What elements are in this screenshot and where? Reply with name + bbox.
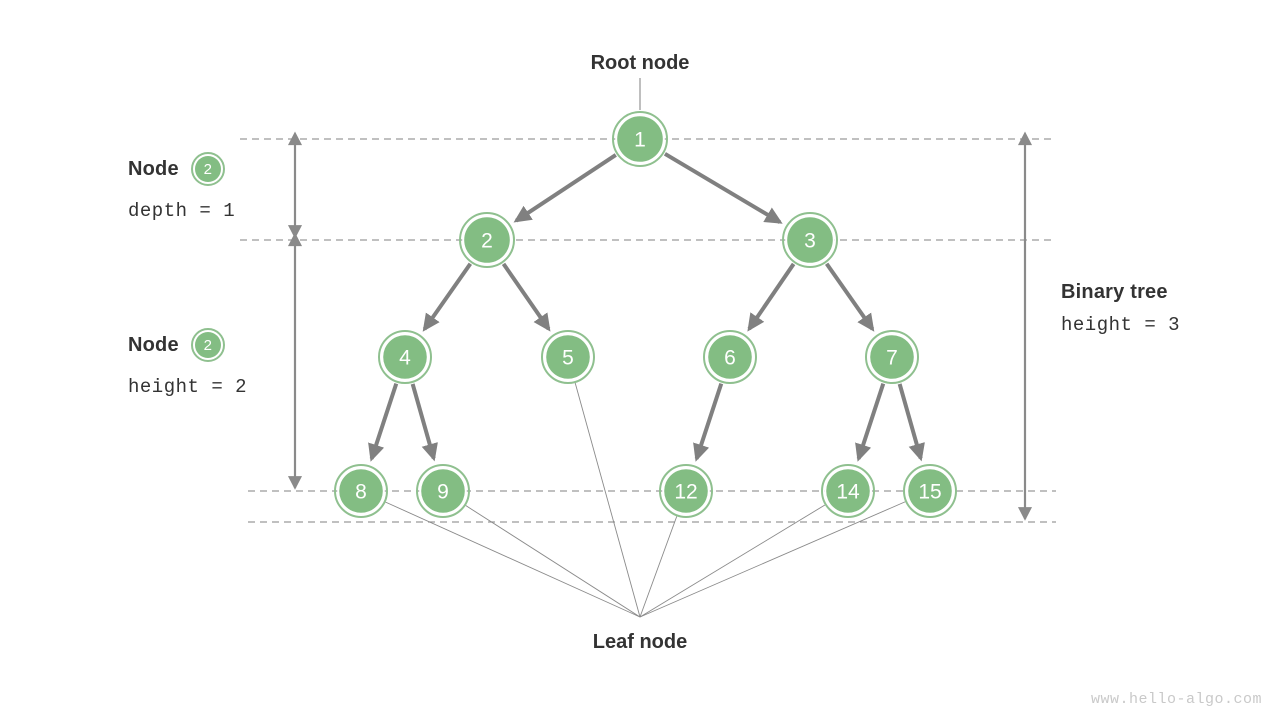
node-fill-15 <box>908 469 952 513</box>
node-fill-14 <box>826 469 870 513</box>
node-fill-8 <box>339 469 383 513</box>
node-value-6: 6 <box>724 347 736 370</box>
tree-node-2[interactable]: 2 <box>459 212 515 268</box>
node-fill-4 <box>383 335 427 379</box>
edge-n3-n6 <box>747 262 796 332</box>
edge-n2-n4 <box>422 262 472 332</box>
edge-n7-n15 <box>897 383 925 462</box>
badge-fill <box>194 332 221 358</box>
node-ring-9 <box>416 464 470 518</box>
binary-tree-annotation: Binary tree height = 3 <box>1061 281 1180 336</box>
leaf-pointer-n9 <box>465 505 641 618</box>
tree-node-3[interactable]: 3 <box>782 212 838 268</box>
node-height-badge: 2 <box>190 328 225 362</box>
tree-node-6[interactable]: 6 <box>703 330 757 384</box>
node-height-title: Node <box>128 333 179 356</box>
node-ring-2 <box>459 212 515 268</box>
node-value-5: 5 <box>562 347 574 370</box>
edge-n1-n2 <box>513 153 617 223</box>
edge-n6-n12 <box>693 382 724 462</box>
edge-n2-n5 <box>501 262 551 332</box>
node-fill-7 <box>870 335 914 379</box>
node-depth-badge: 2 <box>190 152 225 186</box>
tree-node-8[interactable]: 8 <box>334 464 388 518</box>
node-height-title-row: Node 2 <box>128 328 247 362</box>
tree-node-7[interactable]: 7 <box>865 330 919 384</box>
badge-ring <box>190 152 225 186</box>
node-fill-9 <box>421 469 465 513</box>
edge-n4-n9 <box>410 383 438 462</box>
node-fill-6 <box>708 335 752 379</box>
node-ring-4 <box>378 330 432 384</box>
node-value-4: 4 <box>399 347 411 370</box>
node-fill-12 <box>664 469 708 513</box>
node-depth-detail: depth = 1 <box>128 200 236 222</box>
node-fill-3 <box>787 217 833 263</box>
node-ring-1 <box>612 111 668 167</box>
badge-value: 2 <box>203 336 212 354</box>
node-value-3: 3 <box>804 230 816 253</box>
node-value-7: 7 <box>886 347 898 370</box>
tree-node-14[interactable]: 14 <box>821 464 875 518</box>
node-value-12: 12 <box>674 481 697 504</box>
node-depth-title-row: Node 2 <box>128 152 235 186</box>
node-ring-6 <box>703 330 757 384</box>
node-ring-14 <box>821 464 875 518</box>
node-value-15: 15 <box>918 481 941 504</box>
badge-ring <box>190 328 225 362</box>
edge-n7-n14 <box>855 382 886 462</box>
leaf-pointer-n8 <box>385 501 641 618</box>
node-ring-3 <box>782 212 838 268</box>
watermark: www.hello-algo.com <box>1090 691 1262 708</box>
tree-node-12[interactable]: 12 <box>659 464 713 518</box>
tree-node-9[interactable]: 9 <box>416 464 470 518</box>
node-fill-2 <box>464 217 510 263</box>
node-depth-title: Node <box>128 157 179 180</box>
leaf-node-label: Leaf node <box>592 631 688 653</box>
node-ring-8 <box>334 464 388 518</box>
measurement-arrows <box>287 131 1033 521</box>
edge-n1-n3 <box>663 152 783 224</box>
node-fill-1 <box>617 116 663 162</box>
node-fill-5 <box>546 335 590 379</box>
binary-tree-title: Binary tree <box>1061 281 1168 303</box>
leaf-pointer-lines <box>385 382 906 618</box>
tree-node-4[interactable]: 4 <box>378 330 432 384</box>
edge-n4-n8 <box>368 382 399 462</box>
node-height-detail: height = 2 <box>128 376 248 398</box>
node-value-2: 2 <box>481 230 493 253</box>
leaf-pointer-n14 <box>639 504 826 618</box>
leaf-pointer-n12 <box>639 516 678 618</box>
node-depth-annotation: Node 2 depth = 1 <box>128 152 235 222</box>
root-node-label: Root node <box>590 52 690 74</box>
tree-node-15[interactable]: 15 <box>903 464 957 518</box>
binary-tree-detail: height = 3 <box>1061 314 1181 336</box>
badge-fill <box>194 156 221 182</box>
node-value-8: 8 <box>355 481 367 504</box>
tree-node-5[interactable]: 5 <box>541 330 595 384</box>
node-ring-7 <box>865 330 919 384</box>
node-value-9: 9 <box>437 481 449 504</box>
node-ring-12 <box>659 464 713 518</box>
leaf-pointer-n5 <box>574 382 641 618</box>
edge-n3-n7 <box>825 262 875 332</box>
node-value-1: 1 <box>634 129 646 152</box>
badge-value: 2 <box>203 160 212 178</box>
tree-edges <box>368 152 925 462</box>
leaf-pointer-n15 <box>639 501 906 618</box>
tree-node-1[interactable]: 1 <box>612 111 668 167</box>
node-ring-15 <box>903 464 957 518</box>
node-ring-5 <box>541 330 595 384</box>
node-height-annotation: Node 2 height = 2 <box>128 328 247 398</box>
node-value-14: 14 <box>836 481 860 504</box>
